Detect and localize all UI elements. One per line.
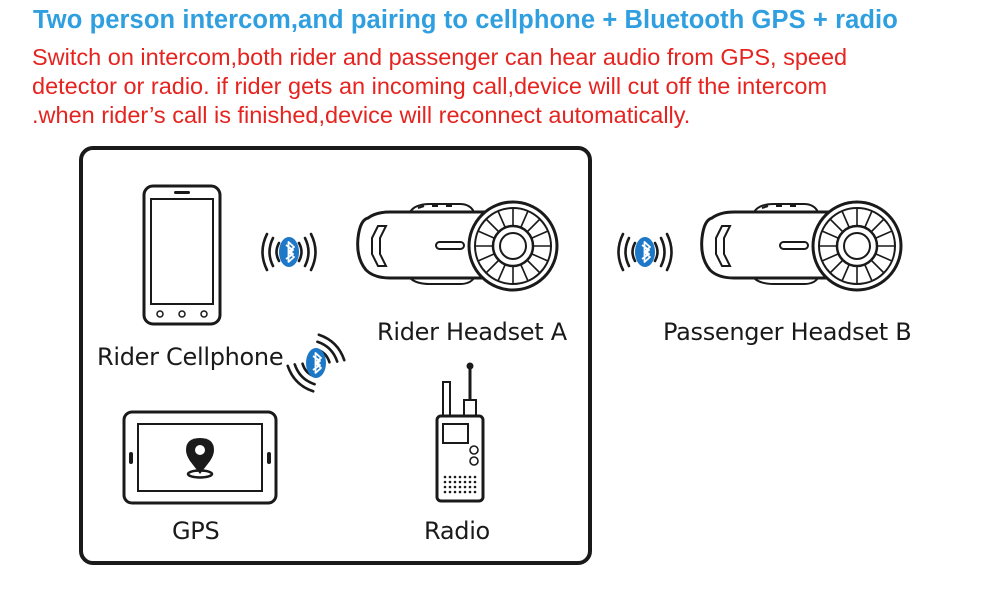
gps-label: GPS — [172, 517, 220, 545]
radio-icon — [435, 362, 485, 503]
description-line-2: detector or radio. if rider gets an inco… — [32, 73, 828, 99]
page-title: Two person intercom,and pairing to cellp… — [33, 6, 898, 34]
bluetooth-icon — [261, 232, 317, 272]
headset-icon — [700, 200, 903, 292]
location-pin-icon — [186, 438, 214, 479]
passenger-headset-label: Passenger Headset B — [663, 318, 912, 346]
rider-system-frame — [79, 146, 592, 565]
bluetooth-icon — [617, 232, 673, 272]
bluetooth-icon — [283, 330, 349, 396]
rider-cellphone-label: Rider Cellphone — [97, 343, 284, 371]
cellphone-icon — [142, 184, 222, 326]
rider-headset-label: Rider Headset A — [377, 318, 567, 346]
description-line-3: .when rider’s call is finished,device wi… — [32, 102, 691, 128]
headset-icon — [356, 200, 559, 292]
radio-label: Radio — [424, 517, 490, 545]
description-line-1: Switch on intercom,both rider and passen… — [32, 44, 848, 70]
description: Switch on intercom,both rider and passen… — [32, 43, 992, 130]
